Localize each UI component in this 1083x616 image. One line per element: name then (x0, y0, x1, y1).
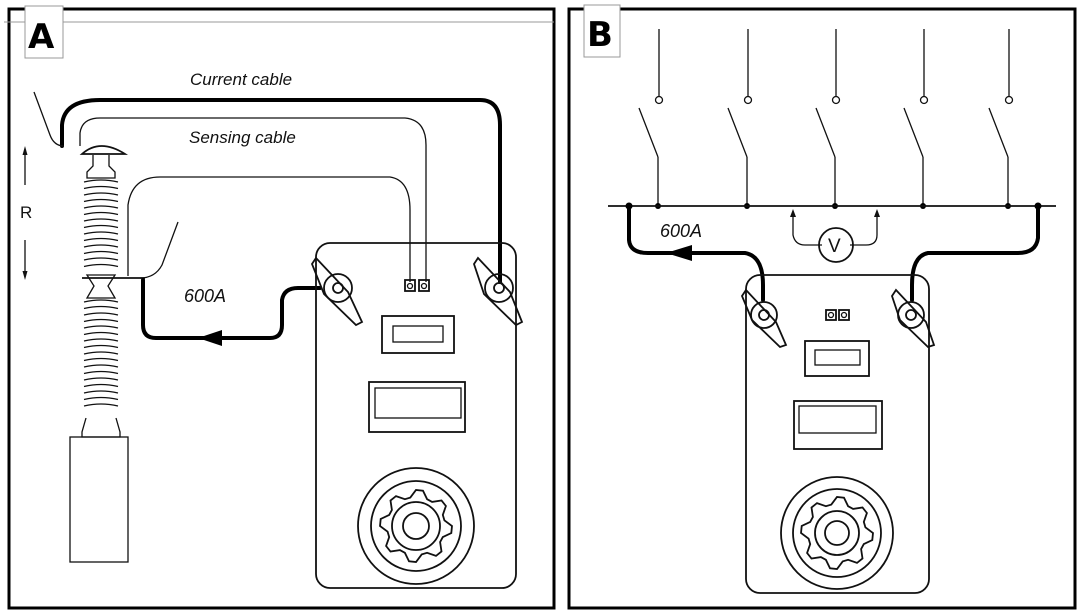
insulator-shed (83, 396, 119, 401)
sensing-lead (139, 221, 179, 279)
insulator-shed (83, 370, 119, 375)
insulator-shed (83, 331, 119, 336)
clamp-terminal-right-b (891, 288, 936, 349)
insulator-shed (83, 318, 119, 323)
current-return-path-b (627, 204, 765, 302)
insulator-sheds-upper (83, 179, 119, 268)
disconnect-switch (903, 29, 929, 209)
disconnect-switch (727, 29, 753, 209)
bushing-base-tank (69, 436, 129, 563)
insulator-shed (83, 224, 119, 229)
insulator-shed (83, 312, 119, 316)
insulator-shed (83, 205, 119, 209)
voltmeter-label: V (828, 236, 841, 257)
insulator-shed (83, 257, 119, 261)
current-cable (60, 98, 502, 284)
disconnect-switch (815, 29, 841, 209)
insulator-shed (83, 390, 119, 394)
insulator-shed (83, 403, 119, 407)
insulator-shed (83, 250, 119, 255)
insulator-shed (83, 351, 119, 355)
clamp-terminal-left (310, 256, 364, 327)
insulator-shed (83, 179, 119, 183)
test-instrument-a (310, 242, 524, 589)
display-small (381, 315, 455, 354)
current-return-path (141, 278, 322, 340)
display-small-b (804, 340, 870, 377)
current-direction-arrow (198, 330, 222, 346)
clamp-terminal-right (473, 256, 524, 327)
insulator-shed (83, 344, 119, 349)
panel-a-frame (7, 7, 556, 610)
insulator-shed (83, 237, 119, 242)
insulator-shed (83, 338, 119, 342)
sensing-cable (79, 117, 427, 282)
sensing-cable-label: Sensing cable (189, 128, 296, 147)
insulator-shed (83, 231, 119, 235)
disconnect-switch (638, 29, 664, 209)
insulator-shed (83, 218, 119, 222)
insulator-shed (83, 192, 119, 196)
disconnect-switch (988, 29, 1014, 209)
insulator-shed (83, 244, 119, 248)
panel-b: B V 600A (567, 4, 1077, 610)
voltmeter: V (790, 209, 880, 263)
panel-a: A Current cable Sensing cable 600A R (4, 5, 556, 610)
resistance-span-arrows (22, 146, 28, 280)
bus-junctions (625, 202, 1042, 210)
panel-a-letter-box (24, 5, 64, 59)
clamp-terminal-left-b (740, 288, 788, 349)
selector-knob-b (780, 476, 894, 590)
current-cable-label: Current cable (190, 70, 292, 89)
insulator-shed (83, 383, 119, 388)
gear-icon (379, 489, 453, 563)
insulator-shed (83, 305, 119, 310)
insulator-shed (83, 185, 119, 190)
resistance-label: R (20, 203, 32, 222)
insulator-shed (83, 364, 119, 368)
current-600a-label-b: 600A (660, 221, 702, 241)
insulator-shed (83, 263, 119, 268)
insulator-shed (83, 299, 119, 303)
bushing-insulator (69, 145, 145, 563)
panel-a-letter: A (28, 17, 55, 57)
selector-knob (357, 467, 475, 585)
current-cable-b (910, 204, 1040, 302)
current-direction-arrow-b (666, 245, 692, 261)
disconnect-switches (638, 29, 1014, 209)
gear-icon (800, 496, 874, 570)
display-large (368, 381, 466, 433)
panel-b-letter-box (583, 4, 621, 58)
current-cable-lead (33, 91, 65, 147)
insulator-shed (83, 357, 119, 362)
insulator-shed (83, 377, 119, 381)
test-instrument-b (740, 274, 936, 594)
sensing-cable-return (127, 176, 411, 282)
insulator-sheds-lower (83, 299, 119, 407)
insulator-shed (83, 198, 119, 203)
insulator-shed (83, 211, 119, 216)
panel-b-letter: B (587, 15, 613, 55)
insulator-shed (83, 325, 119, 329)
display-large-b (793, 400, 883, 450)
current-600a-label: 600A (184, 286, 226, 306)
panel-b-frame (567, 7, 1077, 610)
